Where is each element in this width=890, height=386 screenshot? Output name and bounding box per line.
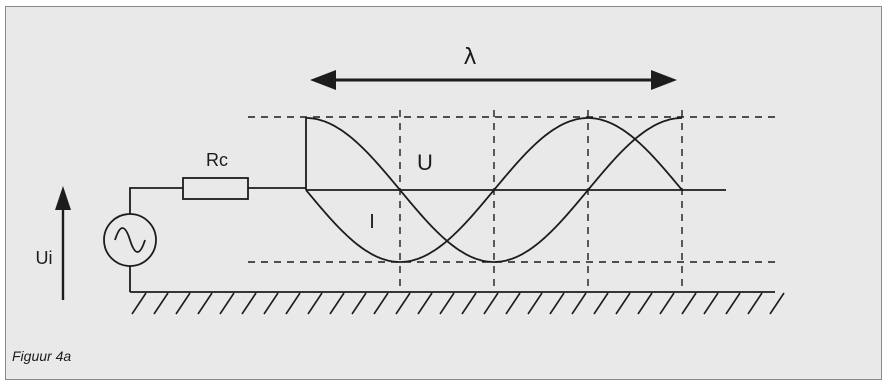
ground-hatch-stroke xyxy=(285,292,301,315)
ground-hatch-stroke xyxy=(549,292,565,315)
ac-source-icon xyxy=(103,213,157,267)
ground-hatch-stroke xyxy=(615,292,631,315)
ground-hatch-stroke xyxy=(417,292,433,315)
resistor-icon xyxy=(182,177,249,200)
arrow-right-head xyxy=(651,70,677,90)
arrow-left-head xyxy=(310,70,336,90)
source-voltage-label: Ui xyxy=(36,248,53,268)
ground-hatch-stroke xyxy=(725,292,741,315)
ground-hatch-stroke xyxy=(769,292,785,315)
envelope-lines xyxy=(248,116,775,263)
ground-hatch-icon xyxy=(131,292,785,315)
ground-hatch-stroke xyxy=(329,292,345,315)
ground-hatch-stroke xyxy=(131,292,147,315)
ground-hatch-stroke xyxy=(153,292,169,315)
ground-hatch-stroke xyxy=(527,292,543,315)
ground-hatch-stroke xyxy=(351,292,367,315)
ground-hatch-stroke xyxy=(263,292,279,315)
ground-hatch-stroke xyxy=(175,292,191,315)
top-wire-left xyxy=(129,187,183,214)
ground-hatch-stroke xyxy=(197,292,213,315)
ground-hatch-stroke xyxy=(461,292,477,315)
ground-hatch-stroke xyxy=(681,292,697,315)
ground-hatch-stroke xyxy=(439,292,455,315)
ground-hatch-stroke xyxy=(395,292,411,315)
figure-frame xyxy=(5,6,882,380)
ground-hatch-stroke xyxy=(219,292,235,315)
voltage-wave-label: U xyxy=(417,150,433,175)
wavelength-arrow xyxy=(310,70,677,90)
figure-caption: Figuur 4a xyxy=(12,348,72,364)
quarter-wave-markers xyxy=(399,110,683,290)
ground-hatch-stroke xyxy=(571,292,587,315)
ground-hatch-stroke xyxy=(241,292,257,315)
ground-hatch-stroke xyxy=(747,292,763,315)
circuit-wiring xyxy=(129,187,775,293)
current-wave-label: I xyxy=(369,211,375,233)
up-arrow-icon xyxy=(55,186,71,300)
wavelength-label: λ xyxy=(463,45,476,70)
ground-hatch-stroke xyxy=(483,292,499,315)
ground-hatch-stroke xyxy=(703,292,719,315)
ground-hatch-stroke xyxy=(307,292,323,315)
ground-hatch-stroke xyxy=(659,292,675,315)
ground-hatch-stroke xyxy=(637,292,653,315)
voltage-wave xyxy=(305,117,682,263)
ground-hatch-stroke xyxy=(593,292,609,315)
ground-hatch-stroke xyxy=(505,292,521,315)
resistor-label: Rc xyxy=(206,150,228,170)
ground-hatch-stroke xyxy=(373,292,389,315)
